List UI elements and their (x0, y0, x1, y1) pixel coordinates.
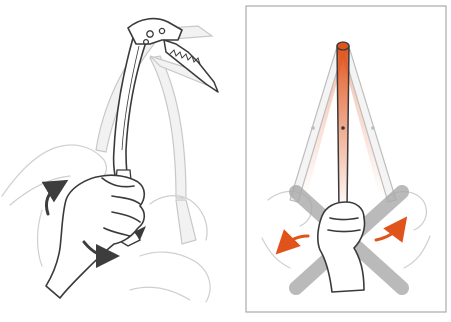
left-panel (2, 19, 218, 302)
ghost-axe-right (150, 56, 214, 244)
hand-icon (46, 175, 144, 298)
ghost-axe-left (96, 26, 212, 152)
right-panel (246, 6, 446, 312)
centre-shaft (337, 42, 349, 210)
